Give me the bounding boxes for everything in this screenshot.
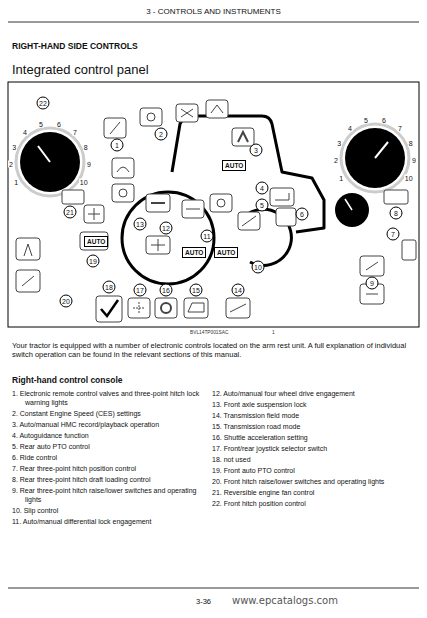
button-label: AUTO <box>185 249 203 256</box>
callout-number: 9 <box>366 277 379 290</box>
list-item: 1. Electronic remote control valves and … <box>12 389 205 407</box>
list-item: 16. Shuttle acceleration setting <box>212 433 420 442</box>
left-dial <box>16 128 84 196</box>
dial-scale-number: 1 <box>13 178 19 185</box>
callout-number: 22 <box>37 97 50 110</box>
list-item: 21. Reversible engine fan control <box>212 488 420 497</box>
list-item: 6. Ride control <box>12 453 205 462</box>
list-heading: Right-hand control console <box>12 375 123 385</box>
dial-scale-number: 6 <box>56 121 62 128</box>
list-item: 7. Rear three-point hitch position contr… <box>12 464 205 473</box>
list-column: 1. Electronic remote control valves and … <box>12 389 205 528</box>
callout-number: 21 <box>64 206 77 219</box>
section-heading: RIGHT-HAND SIDE CONTROLS <box>12 41 138 51</box>
callout-number: 16 <box>160 284 173 297</box>
figure-frame <box>8 82 419 327</box>
callout-number: 1 <box>111 139 124 152</box>
list-item: 15. Transmission road mode <box>212 422 420 431</box>
dial-scale-number: 2 <box>333 157 339 164</box>
dial-scale-number: 5 <box>363 117 369 124</box>
dial-scale-number: 5 <box>38 121 44 128</box>
callout-number: 15 <box>190 284 203 297</box>
list-item: 17. Front/rear joystick selector switch <box>212 444 420 453</box>
switch-icons <box>16 100 416 322</box>
figure-id: BVL14TP001SAC <box>190 330 228 335</box>
auto-button: AUTO <box>214 247 238 258</box>
callout-number: 13 <box>134 218 147 231</box>
list-item: 5. Rear auto PTO control <box>12 442 205 451</box>
callout-number: 7 <box>387 228 400 241</box>
list-item: 22. Front hitch position control <box>212 499 420 508</box>
list-item: 13. Front axle suspension lock <box>212 400 420 409</box>
auto-button: AUTO <box>182 247 206 258</box>
dial-scale-number: 10 <box>79 178 89 185</box>
callout-number: 2 <box>155 128 168 141</box>
list-item: 10. Slip control <box>12 506 205 515</box>
intro-paragraph: Your tractor is equipped with a number o… <box>12 341 417 359</box>
dial-scale-number: 4 <box>22 129 28 136</box>
callout-number: 20 <box>60 295 73 308</box>
list-item: 18. not used <box>212 455 420 464</box>
list-item: 9. Rear three-point hitch raise/lower sw… <box>12 486 205 504</box>
callout-number: 3 <box>250 144 263 157</box>
page-title: Integrated control panel <box>12 62 149 77</box>
tractor-outline <box>122 116 324 284</box>
callout-number: 12 <box>160 222 173 235</box>
list-item: 19. Front auto PTO control <box>212 466 420 475</box>
button-label: AUTO <box>225 162 243 169</box>
list-item: 20. Front hitch raise/lower switches and… <box>212 477 420 486</box>
callout-number: 18 <box>103 281 116 294</box>
running-header: 3 - CONTROLS AND INSTRUMENTS <box>0 7 427 16</box>
callout-number: 6 <box>296 208 309 221</box>
dial-scale-number: 9 <box>411 157 417 164</box>
auto-button: AUTO <box>84 236 108 247</box>
page-number: 3-36 <box>196 597 211 606</box>
callout-number: 5 <box>256 199 269 212</box>
auto-button: AUTO <box>222 160 246 171</box>
list-item: 4. Autoguidance function <box>12 431 205 440</box>
figure-number: 1 <box>272 330 275 335</box>
dial-scale-number: 9 <box>86 161 92 168</box>
list-item: 11. Auto/manual differential lock engage… <box>12 517 205 526</box>
dial-scale-number: 7 <box>397 125 403 132</box>
list-item: 14. Transmission field mode <box>212 411 420 420</box>
callout-number: 8 <box>390 207 403 220</box>
list-item: 3. Auto/manual HMC record/playback opera… <box>12 420 205 429</box>
dial-scale-number: 8 <box>83 143 89 150</box>
watermark: www.epcatalogs.com <box>232 595 338 606</box>
dial-scale-number: 3 <box>336 139 342 146</box>
dial-scale-number: 6 <box>381 117 387 124</box>
list-item: 12. Auto/manual four wheel drive engagem… <box>212 389 420 398</box>
callout-number: 19 <box>87 255 100 268</box>
dial-scale-number: 4 <box>347 125 353 132</box>
header-rule <box>8 22 419 23</box>
dial-scale-number: 1 <box>338 174 344 181</box>
callout-number: 4 <box>256 182 269 195</box>
list-item: 8. Rear three-point hitch draft loading … <box>12 475 205 484</box>
dial-scale-number: 10 <box>404 174 414 181</box>
callout-number: 10 <box>252 261 265 274</box>
button-label: AUTO <box>217 249 235 256</box>
callout-number: 17 <box>134 284 147 297</box>
callout-number: 14 <box>232 284 245 297</box>
callout-number: 11 <box>201 230 214 243</box>
dial-scale-number: 2 <box>8 161 14 168</box>
footer-rule <box>8 588 419 589</box>
button-label: AUTO <box>87 238 105 245</box>
dial-scale-number: 3 <box>11 143 17 150</box>
dial-scale-number: 7 <box>72 129 78 136</box>
list-column: 12. Auto/manual four wheel drive engagem… <box>212 389 420 510</box>
right-dial <box>335 124 409 227</box>
dial-scale-number: 8 <box>408 139 414 146</box>
list-item: 2. Constant Engine Speed (CES) settings <box>12 409 205 418</box>
